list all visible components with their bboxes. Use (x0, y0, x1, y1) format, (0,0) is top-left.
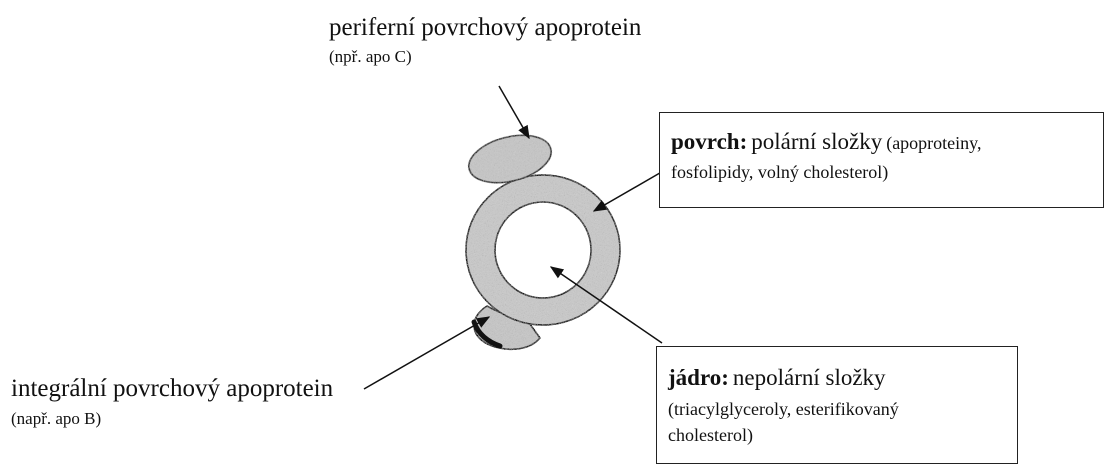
surface-label-box: povrch: polární složky (apoproteiny, fos… (659, 112, 1104, 208)
core-term: jádro: (668, 365, 729, 390)
surface-layer-ring (466, 175, 620, 325)
peripheral-apoprotein-example: (npř. apo C) (329, 48, 412, 65)
surface-arrow (594, 170, 665, 211)
core-label-box: jádro: nepolární složky (triacylglycerol… (656, 346, 1018, 464)
surface-label-line2: fosfolipidy, volný cholesterol) (671, 163, 888, 181)
surface-details-line1: (apoproteiny, (886, 133, 981, 153)
integral-apoprotein-label: integrální povrchový apoprotein (11, 376, 333, 401)
peripheral-apoprotein-label: periferní povrchový apoprotein (329, 15, 641, 40)
integral-apoprotein-example: (např. apo B) (11, 410, 101, 427)
core-description: nepolární složky (733, 365, 886, 390)
core-label-line1: jádro: nepolární složky (668, 366, 886, 389)
integral-arrow (364, 317, 489, 389)
surface-term: povrch: (671, 129, 747, 154)
surface-details-line2: fosfolipidy, volný cholesterol) (671, 162, 888, 182)
surface-label-line1: povrch: polární složky (apoproteiny, (671, 130, 982, 153)
peripheral-arrow (499, 86, 529, 138)
core-details-line2: cholesterol) (668, 426, 753, 444)
core-details-line1: (triacylglyceroly, esterifikovaný (668, 400, 899, 418)
surface-description: polární složky (751, 129, 882, 154)
